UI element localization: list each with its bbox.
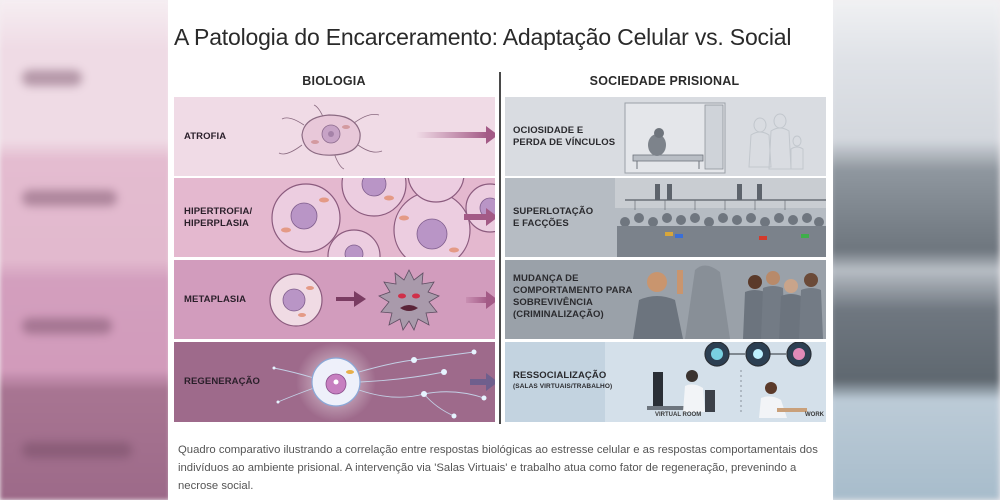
- glowing-neuron-network-icon: [272, 342, 487, 422]
- blurred-text: [22, 190, 117, 206]
- scene-tag-virtual-room: VIRTUAL ROOM: [655, 412, 702, 418]
- enlarged-cells-cluster-icon: [271, 178, 495, 257]
- society-row-mudanca-comportamento: MUDANÇA DE COMPORTAMENTO PARA SOBREVIVÊN…: [505, 260, 826, 339]
- bio-row-regeneracao: REGENERAÇÃO: [174, 342, 495, 422]
- society-row-ressocializacao: RESSOCIALIZAÇÃO (SALAS VIRTUAIS/TRABALHO…: [505, 342, 826, 422]
- arrow-right-icon: [470, 373, 495, 391]
- arrow-right-icon: [464, 208, 495, 226]
- shrunken-cell-icon: [278, 104, 383, 170]
- arrow-right-icon: [466, 291, 495, 309]
- infographic-card: A Patologia do Encarceramento: Adaptação…: [168, 0, 833, 500]
- blurred-text: [22, 318, 112, 334]
- overcrowded-prison-yard-scene: [615, 178, 826, 257]
- row-label: MUDANÇA DE COMPORTAMENTO PARA SOBREVIVÊN…: [513, 273, 633, 320]
- figure-caption: Quadro comparativo ilustrando a correlaç…: [178, 444, 818, 492]
- row-label: RESSOCIALIZAÇÃO (SALAS VIRTUAIS/TRABALHO…: [513, 370, 613, 390]
- blurred-text: [22, 70, 82, 86]
- column-divider: [499, 72, 501, 424]
- row-label: OCIOSIDADE E PERDA DE VÍNCULOS: [513, 125, 616, 148]
- normal-to-aggressive-cell-icon: [269, 269, 440, 331]
- row-label: METAPLASIA: [184, 294, 247, 305]
- row-label: SUPERLOTAÇÃO E FACÇÕES: [513, 206, 594, 229]
- society-row-superlotacao: SUPERLOTAÇÃO E FACÇÕES: [505, 178, 826, 257]
- bio-row-metaplasia: METAPLASIA: [174, 260, 495, 339]
- isolated-prisoner-cell-scene: [624, 102, 804, 174]
- scene-tag-work: WORK: [805, 412, 824, 418]
- arrow-right-icon: [416, 126, 495, 144]
- row-label: HIPERTROFIA/ HIPERPLASIA: [184, 206, 253, 229]
- column-header-biology: BIOLOGIA: [302, 74, 366, 88]
- bio-row-atrofia: ATROFIA: [174, 97, 495, 176]
- row-label: ATROFIA: [184, 131, 227, 142]
- blurred-backdrop-left: [0, 0, 170, 500]
- column-header-society: SOCIEDADE PRISIONAL: [589, 74, 740, 88]
- gang-behavior-scene: [633, 265, 823, 339]
- society-row-ociosidade: OCIOSIDADE E PERDA DE VÍNCULOS: [505, 97, 826, 176]
- bio-row-hipertrofia: HIPERTROFIA/ HIPERPLASIA: [174, 178, 495, 257]
- row-label: REGENERAÇÃO: [184, 376, 261, 387]
- virtual-room-and-work-scene: [605, 342, 826, 422]
- blurred-backdrop-right: [830, 0, 1000, 500]
- blurred-text: [22, 442, 132, 458]
- page-title: A Patologia do Encarceramento: Adaptação…: [174, 24, 792, 50]
